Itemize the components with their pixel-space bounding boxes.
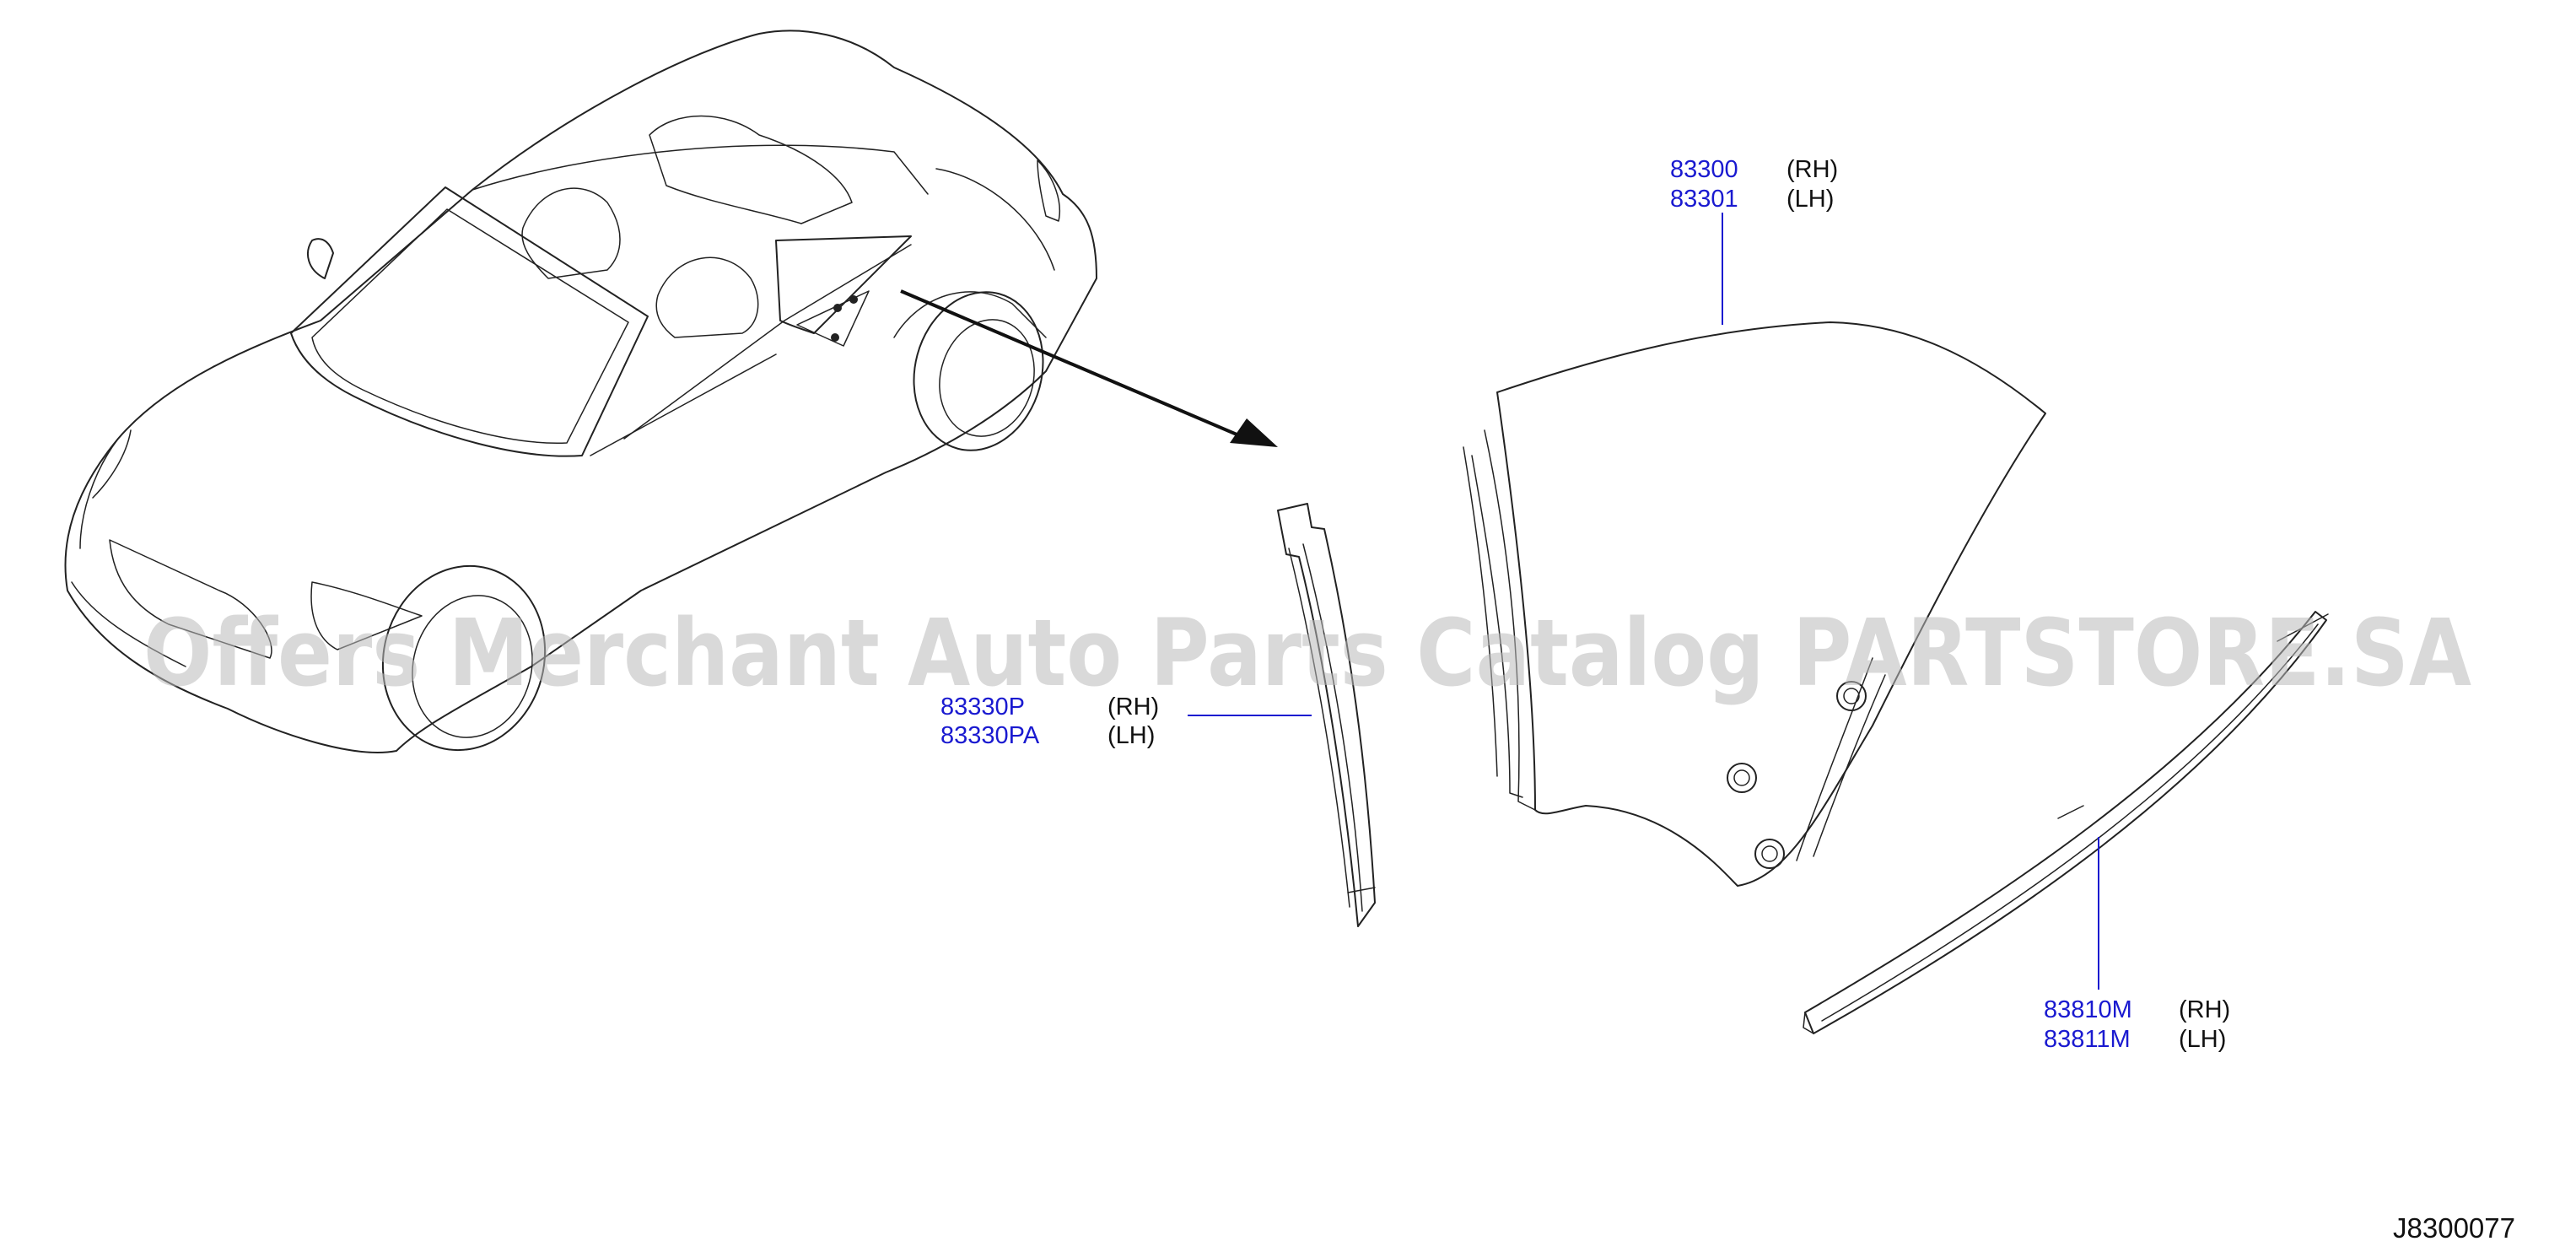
weatherstrip-callout: 83810M (RH) 83811M (LH) (2044, 996, 2230, 1053)
weatherstrip-part (1803, 611, 2329, 1034)
car-illustration (64, 30, 1097, 753)
watermark-text: Offers Merchant Auto Parts Catalog PARTS… (143, 599, 2471, 707)
glass-side-rh: (RH) (1786, 156, 1838, 183)
sash-side-lh: (LH) (1107, 722, 1155, 749)
weatherstrip-part-number-lh: 83811M (2044, 1026, 2131, 1053)
weatherstrip-side-lh: (LH) (2179, 1026, 2226, 1053)
weatherstrip-part-number-rh: 83810M (2044, 996, 2132, 1023)
glass-part-number-lh: 83301 (1670, 186, 1738, 213)
weatherstrip-side-rh: (RH) (2179, 996, 2230, 1023)
glass-part-number-rh: 83300 (1670, 156, 1738, 183)
glass-side-lh: (LH) (1786, 186, 1834, 213)
sash-side-rh: (RH) (1107, 693, 1159, 720)
pointer-arrow (900, 289, 1278, 447)
sash-part-number-lh: 83330PA (940, 722, 1040, 749)
door-sash-part (1277, 503, 1376, 927)
sash-part-number-rh: 83330P (940, 693, 1025, 720)
glass-callout: 83300 (RH) 83301 (LH) (1670, 156, 1838, 213)
diagram-code: J8300077 (2393, 1212, 2515, 1244)
quarter-glass-part (1463, 321, 2046, 887)
sash-callout: 83330P (RH) 83330PA (LH) (940, 693, 1159, 749)
